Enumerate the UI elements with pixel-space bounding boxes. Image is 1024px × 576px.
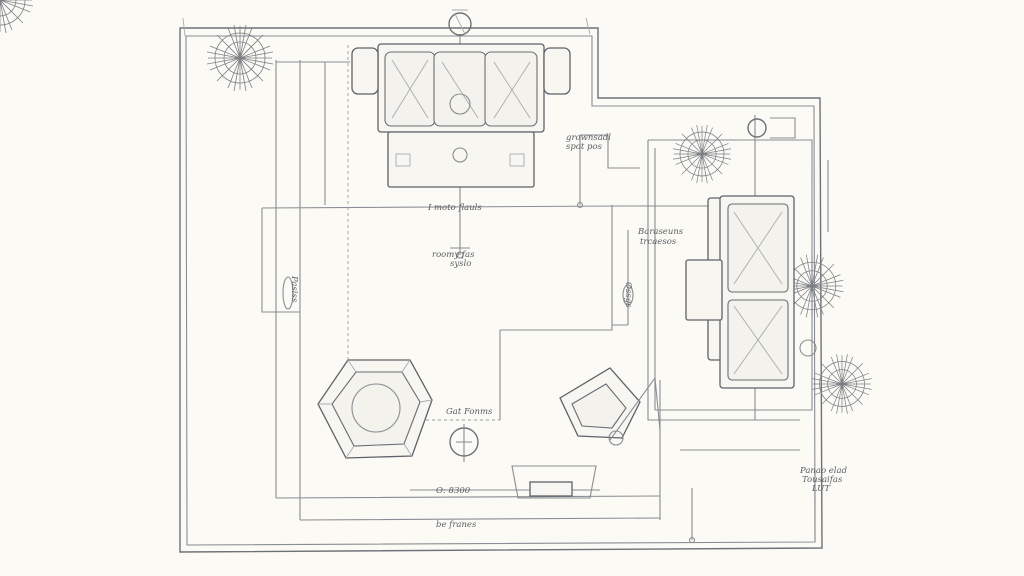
bottom-cabinet [511,465,597,499]
sofa-right [685,195,817,389]
label-right-note-1: Baraseuns [637,227,684,237]
lamp-top [448,9,472,36]
octagon-table [317,359,433,459]
label-bottom-right-note-2: Tousaifas [802,475,843,485]
armchair [559,367,661,446]
label-living-zone: I moto flauls [427,203,482,213]
label-center-note-1: roomy fas [432,250,475,260]
label-vertical-mid: Ossgs [623,282,633,308]
side-table [449,424,479,462]
label-bottom-right-note-1: Panao elad [799,466,848,476]
label-seat-zone: Gat Fonms [446,407,493,417]
sofa-top [351,43,571,188]
label-bottom-right-note-3: LUT [811,484,831,494]
plant-top-left [0,0,34,34]
lamp-right [747,117,796,139]
label-center-note-2: syslo [450,259,471,269]
label-dimension-1: O: 8300 [436,486,471,496]
plant-right-top [672,124,732,184]
label-top-right-note-2: spot pos [566,142,603,152]
outer-walls [179,17,823,553]
markers [282,201,696,544]
label-top-right-note-1: grownsadl [566,133,611,143]
label-right-note-2: trcaesos [640,237,677,247]
label-vertical-left: Pasiss [289,275,299,303]
label-dimension-2: be franes [436,520,477,530]
